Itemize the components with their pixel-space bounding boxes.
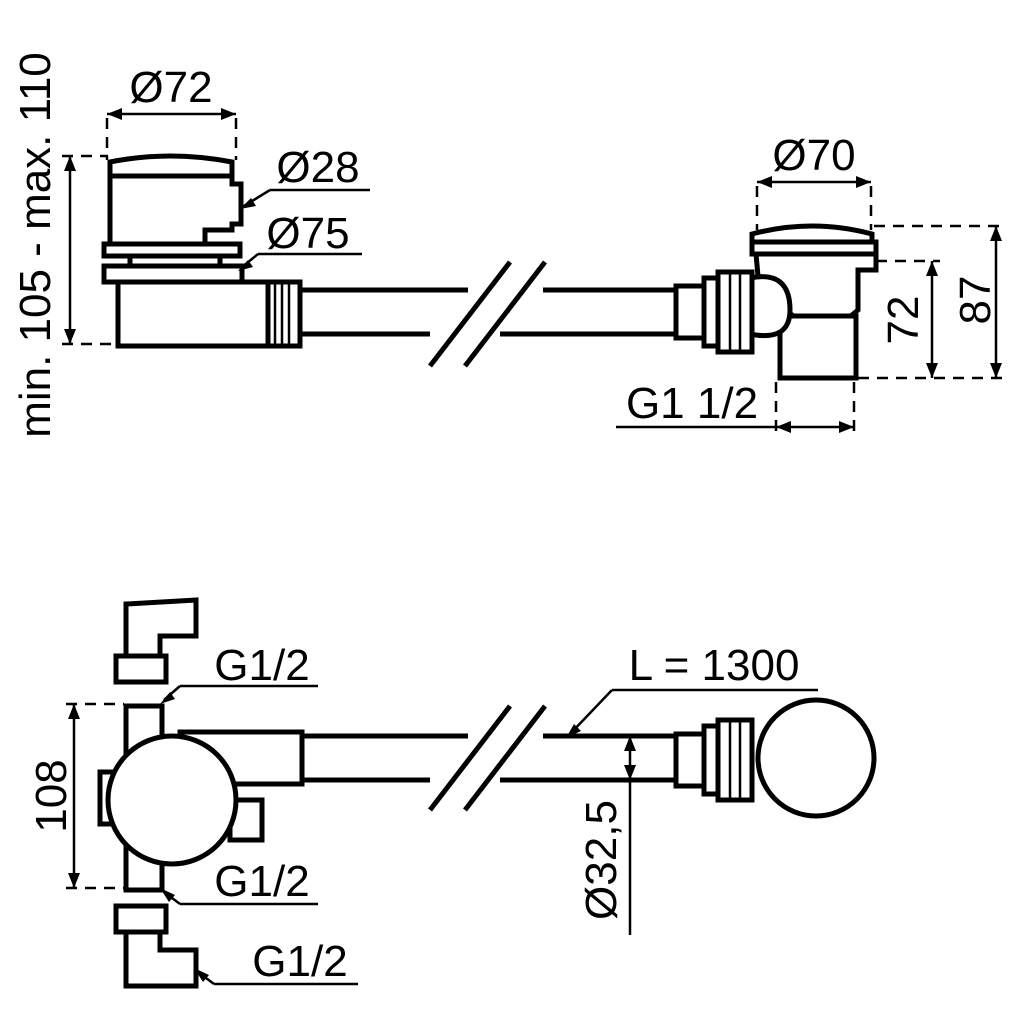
label-dia-72: Ø72 <box>129 63 212 112</box>
waste-trap <box>673 223 879 381</box>
side-hose <box>300 260 676 368</box>
dim-thread-top: G1/2 <box>160 641 318 704</box>
label-height-range: min. 105 - max. 110 <box>11 52 60 438</box>
label-thread-bottom: G1/2 <box>252 937 347 986</box>
dim-thread-outlet: G1 1/2 <box>616 379 856 433</box>
label-thread-middle: G1/2 <box>214 857 309 906</box>
dim-thread-middle: G1/2 <box>160 857 318 906</box>
dim-thread-bottom: G1/2 <box>194 937 358 986</box>
label-height-72: 72 <box>879 296 928 345</box>
label-thread-top: G1/2 <box>214 641 309 690</box>
plan-overflow-body <box>97 597 305 989</box>
dim-dia-70: Ø70 <box>755 131 873 230</box>
label-height-87: 87 <box>951 276 1000 325</box>
dim-hose-length: L = 1300 <box>566 641 818 738</box>
label-hose-length: L = 1300 <box>629 641 800 690</box>
plan-hose <box>300 704 676 812</box>
label-dia-75: Ø75 <box>266 209 349 258</box>
side-view: Ø72 min. 105 - max. 110 Ø28 Ø75 <box>11 52 1004 438</box>
overflow-fitting <box>101 153 303 349</box>
dim-width-108: 108 <box>27 702 124 890</box>
plan-view: G1/2 G1/2 G1/2 L = 1300 10 <box>27 597 877 989</box>
label-hose-dia: Ø32,5 <box>577 800 626 920</box>
dim-hose-dia: Ø32,5 <box>577 736 636 935</box>
label-thread-outlet: G1 1/2 <box>626 379 758 428</box>
dim-heights-right: 72 87 <box>858 224 1004 380</box>
dim-dia-28: Ø28 <box>240 143 370 209</box>
label-dia-28: Ø28 <box>276 143 359 192</box>
label-dia-70: Ø70 <box>772 131 855 180</box>
dim-dia-75: Ø75 <box>238 209 362 271</box>
dim-height-range: min. 105 - max. 110 <box>11 52 118 438</box>
plan-waste <box>673 697 877 819</box>
dim-dia-72: Ø72 <box>105 63 238 160</box>
label-width-108: 108 <box>27 759 76 832</box>
